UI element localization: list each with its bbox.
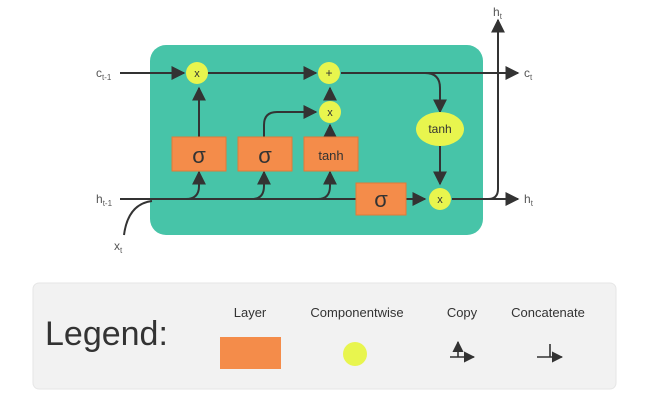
legend: Legend: Layer Componentwise Copy Concate… — [32, 282, 617, 390]
tanh-label: tanh — [318, 148, 343, 163]
op-multiply-forget: x — [186, 62, 208, 84]
sigma-label: σ — [258, 143, 272, 168]
multiply-label: x — [437, 194, 443, 206]
legend-componentwise-swatch — [343, 342, 367, 366]
layer-sigma-output: σ — [355, 182, 407, 216]
label-c-prev: ct-1 — [96, 66, 112, 82]
copy-icon — [450, 340, 476, 363]
label-h-top: ht — [493, 5, 503, 21]
multiply-label: x — [194, 68, 200, 80]
sigma-label: σ — [374, 187, 388, 212]
label-x-in: xt — [114, 239, 123, 255]
op-multiply-output: x — [429, 188, 451, 210]
legend-label-componentwise: Componentwise — [310, 305, 403, 320]
layer-tanh: tanh — [303, 136, 359, 172]
connection-lines — [120, 18, 520, 236]
add-label: + — [325, 66, 332, 80]
layer-sigma-forget: σ — [171, 136, 227, 172]
op-tanh: tanh — [416, 112, 464, 146]
legend-label-layer: Layer — [234, 305, 267, 320]
tanh-op-label: tanh — [428, 122, 451, 136]
legend-title: Legend: — [45, 315, 168, 353]
layer-sigma-input: σ — [237, 136, 293, 172]
label-h-out: ht — [524, 192, 534, 208]
op-add: + — [318, 62, 340, 84]
legend-label-concatenate: Concatenate — [511, 305, 585, 320]
label-h-prev: ht-1 — [96, 192, 113, 208]
concatenate-icon — [537, 344, 564, 363]
multiply-label: x — [327, 107, 333, 119]
sigma-label: σ — [192, 143, 206, 168]
label-c-out: ct — [524, 66, 533, 82]
legend-layer-swatch — [220, 337, 281, 369]
op-multiply-input: x — [319, 101, 341, 123]
legend-label-copy: Copy — [447, 305, 478, 320]
